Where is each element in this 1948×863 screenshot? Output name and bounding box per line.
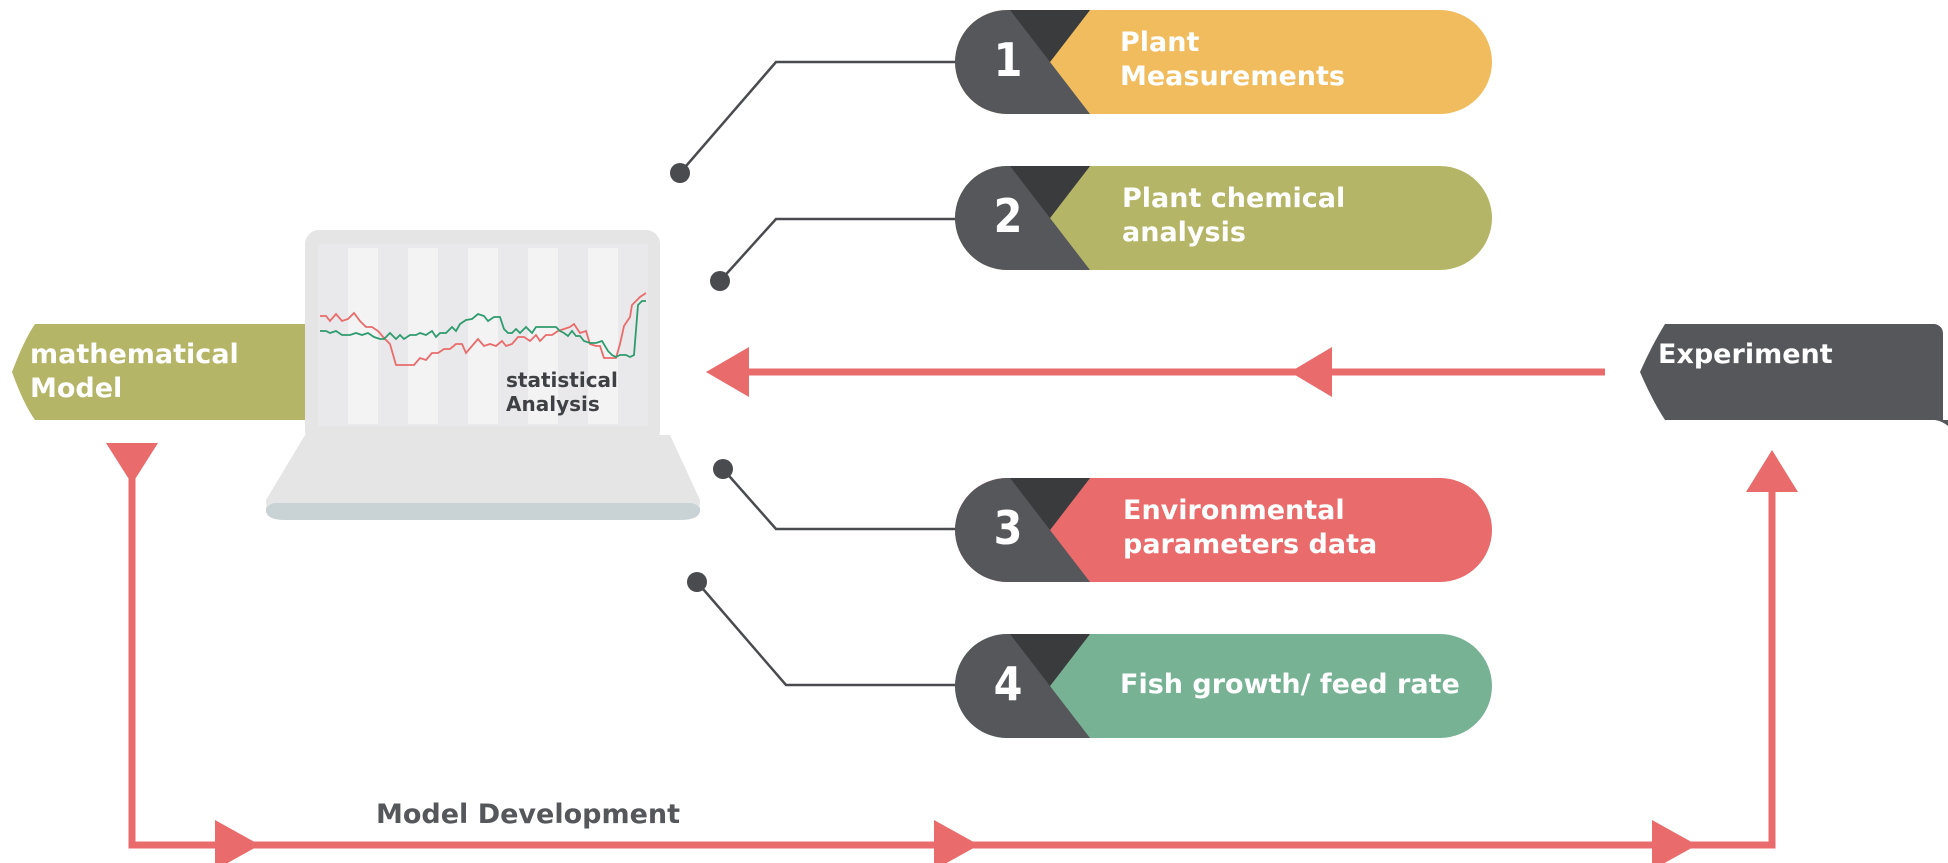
model-development-label: Model Development	[376, 799, 681, 830]
model-tag	[12, 324, 308, 420]
connector-3	[713, 459, 958, 531]
step-2-pill	[955, 166, 1492, 270]
connector-4	[687, 572, 958, 687]
model-development-arrow	[106, 443, 1798, 863]
experiment-label: Experiment	[1658, 339, 1833, 370]
connector-1	[670, 60, 958, 183]
step-2-number: 2	[993, 189, 1023, 243]
laptop	[266, 230, 700, 520]
screen-series-green	[320, 300, 646, 359]
step-3-number: 3	[993, 501, 1023, 555]
connector-2	[710, 217, 958, 291]
step-1-pill	[955, 10, 1492, 114]
step-4-label: Fish growth/ feed rate	[1120, 669, 1460, 700]
step-4-number: 4	[993, 657, 1023, 711]
step-2-label: Plant chemical analysis	[1122, 183, 1346, 248]
experiment-tag	[1640, 324, 1943, 420]
model-label: mathematical Model	[30, 339, 239, 404]
step-3-pill	[955, 478, 1492, 582]
analysis-label: statistical Analysis	[506, 368, 618, 416]
step-4-pill	[955, 634, 1492, 738]
step-1-label: Plant Measurements	[1120, 27, 1345, 92]
step-1-number: 1	[993, 33, 1023, 87]
screen-series-red	[320, 292, 647, 366]
experiment-to-analysis-arrow	[706, 347, 1605, 397]
step-3-label: Environmental parameters data	[1123, 495, 1378, 560]
